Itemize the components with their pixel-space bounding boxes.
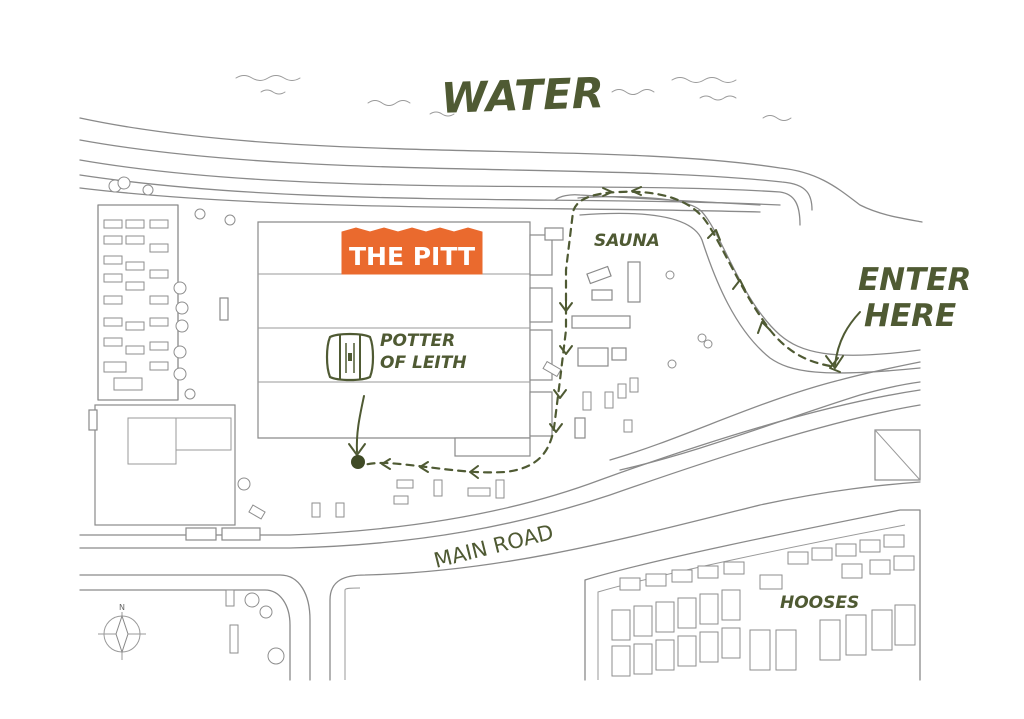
enter-here-label-2: HERE — [864, 298, 956, 334]
compass-icon: N — [98, 603, 146, 660]
the-pitt-label: THE PITT — [349, 242, 475, 271]
potter-label-2: OF LEITH — [380, 353, 467, 373]
entrance-roads — [577, 196, 921, 471]
enter-here-label-1: ENTER — [858, 262, 971, 298]
enter-arrow — [825, 311, 861, 369]
parked-cars — [225, 360, 639, 654]
main-road — [79, 389, 921, 681]
houses-grid — [584, 509, 921, 681]
buildings — [88, 221, 921, 541]
walking-route — [358, 186, 841, 479]
trees — [97, 176, 713, 665]
the-pitt-logo: THE PITT — [341, 227, 483, 275]
quay-roads — [79, 117, 923, 226]
potter-label-1: POTTER — [380, 331, 455, 351]
compass-n-label: N — [119, 603, 125, 612]
sauna-label: SAUNA — [594, 231, 660, 251]
potter-pointer — [348, 395, 366, 456]
water-label: WATER — [440, 68, 605, 123]
main-road-label: MAIN ROAD — [431, 520, 556, 573]
hooses-label: HOOSES — [780, 593, 859, 613]
west-parking — [97, 204, 179, 401]
house-blocks — [611, 534, 916, 677]
water-waves — [235, 75, 792, 121]
barrel-icon — [325, 332, 375, 382]
destination-dot — [351, 455, 365, 469]
